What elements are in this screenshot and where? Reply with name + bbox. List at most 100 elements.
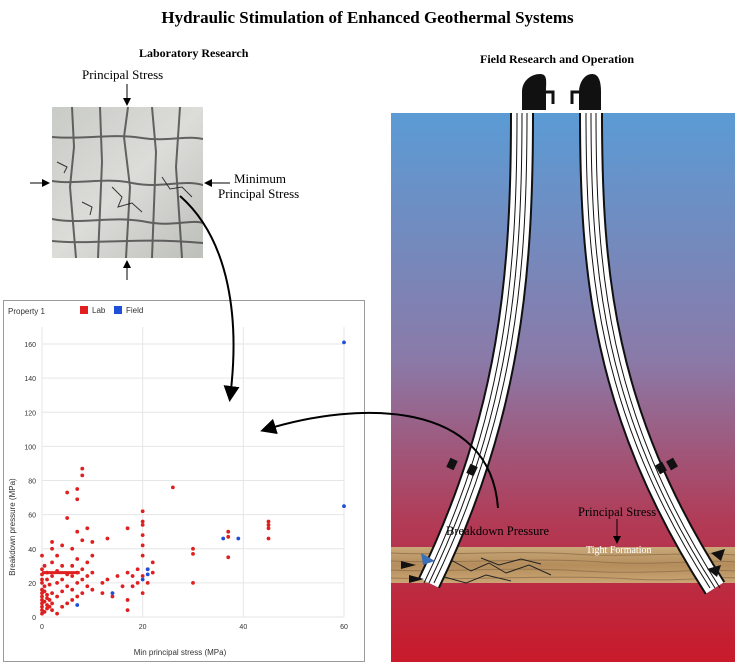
lab-data-point: [80, 567, 85, 572]
lab-principal-stress-label: Principal Stress: [82, 67, 164, 82]
lab-data-point: [75, 529, 80, 534]
lab-data-point: [42, 589, 47, 594]
y-tick-label: 20: [28, 581, 36, 588]
lab-data-point: [50, 560, 54, 565]
chart-corner-label: Property 1: [8, 307, 45, 316]
lab-data-point: [115, 574, 120, 578]
lab-data-point: [85, 526, 90, 531]
y-tick-label: 0: [32, 615, 36, 622]
field-data-point: [145, 567, 150, 572]
lab-data-point: [40, 604, 44, 609]
diagram-title: Hydraulic Stimulation of Enhanced Geothe…: [161, 8, 574, 27]
lab-data-point: [85, 574, 90, 578]
y-axis-label: Breakdown pressure (MPa): [8, 478, 17, 576]
lab-data-point: [70, 546, 75, 551]
lab-data-point: [226, 555, 231, 560]
lab-data-point: [80, 577, 85, 582]
lab-data-point: [70, 574, 75, 578]
lab-data-point: [45, 570, 49, 575]
lab-data-point: [47, 582, 52, 587]
lab-data-point: [120, 584, 125, 589]
lab-data-point: [90, 553, 95, 558]
lab-data-point: [125, 608, 130, 613]
lab-data-point: [140, 543, 145, 548]
lab-minimum-stress-label: Minimum: [234, 171, 287, 186]
y-tick-label: 80: [28, 479, 36, 486]
lab-data-point: [65, 601, 70, 606]
x-axis-label: Min principal stress (MPa): [134, 648, 227, 657]
lab-data-point: [40, 567, 44, 572]
lab-data-point: [90, 587, 95, 592]
lab-data-point: [65, 490, 70, 495]
lab-data-point: [50, 608, 54, 613]
field-heading: Field Research and Operation: [480, 52, 635, 66]
y-tick-label: 100: [24, 444, 36, 451]
lab-data-point: [140, 509, 145, 514]
lab-data-point: [40, 577, 44, 582]
field-data-point: [75, 603, 80, 607]
fracture-network: [430, 557, 552, 584]
lab-data-point: [191, 551, 195, 556]
field-data-point: [145, 572, 150, 577]
lab-data-point: [70, 563, 75, 568]
lab-data-point: [80, 538, 85, 543]
legend-lab-label: Lab: [92, 306, 106, 315]
lab-data-point: [75, 570, 80, 575]
lab-data-point: [100, 580, 105, 585]
x-tick-label: 0: [40, 624, 44, 631]
lab-data-point: [226, 529, 231, 534]
lab-data-point: [45, 577, 49, 582]
lab-data-point: [80, 591, 85, 596]
x-tick-label: 40: [239, 624, 247, 631]
lab-data-point: [140, 519, 145, 524]
lab-data-point: [125, 598, 130, 602]
lab-data-point: [55, 569, 59, 573]
field-data-point: [140, 577, 145, 582]
lab-data-point: [60, 589, 65, 594]
lab-data-point: [75, 594, 80, 599]
lab-data-point: [80, 466, 85, 471]
lab-data-point: [100, 591, 105, 596]
lab-data-point: [55, 594, 59, 599]
lab-data-point: [150, 560, 155, 565]
lab-data-point: [42, 609, 47, 614]
data-points: [40, 340, 346, 616]
y-tick-label: 60: [28, 513, 36, 520]
lab-data-point: [105, 577, 110, 582]
lab-data-point: [55, 611, 59, 616]
lab-data-point: [65, 516, 70, 520]
lab-data-point: [75, 497, 80, 502]
lab-data-point: [65, 584, 70, 589]
lab-data-point: [140, 533, 145, 538]
lab-data-point: [70, 598, 75, 602]
lab-data-point: [130, 574, 135, 578]
lab-data-point: [191, 580, 195, 585]
lab-data-point: [60, 604, 65, 609]
lab-data-point: [140, 553, 145, 558]
lab-data-point: [135, 567, 140, 572]
lab-minimum-stress-label-2: Principal Stress: [218, 186, 300, 201]
lab-data-point: [42, 563, 47, 568]
lab-data-point: [266, 526, 271, 531]
lab-data-point: [75, 580, 80, 585]
lab-data-point: [90, 570, 95, 575]
lab-data-point: [47, 598, 52, 602]
field-data-point: [342, 504, 346, 509]
field-data-point: [236, 536, 241, 541]
field-principal-stress-label: Principal Stress: [578, 505, 657, 519]
lab-data-point: [150, 570, 155, 575]
field-data-point: [342, 340, 346, 345]
y-tick-label: 40: [28, 547, 36, 554]
lab-data-point: [40, 572, 44, 577]
y-tick-label: 120: [24, 410, 36, 417]
x-tick-label: 60: [340, 624, 348, 631]
y-tick-label: 140: [24, 376, 36, 383]
lab-data-point: [60, 563, 65, 568]
lab-data-point: [65, 572, 70, 577]
lab-data-point: [50, 540, 54, 544]
lab-data-point: [50, 601, 54, 606]
lab-data-point: [266, 536, 271, 541]
lab-data-point: [110, 594, 115, 599]
